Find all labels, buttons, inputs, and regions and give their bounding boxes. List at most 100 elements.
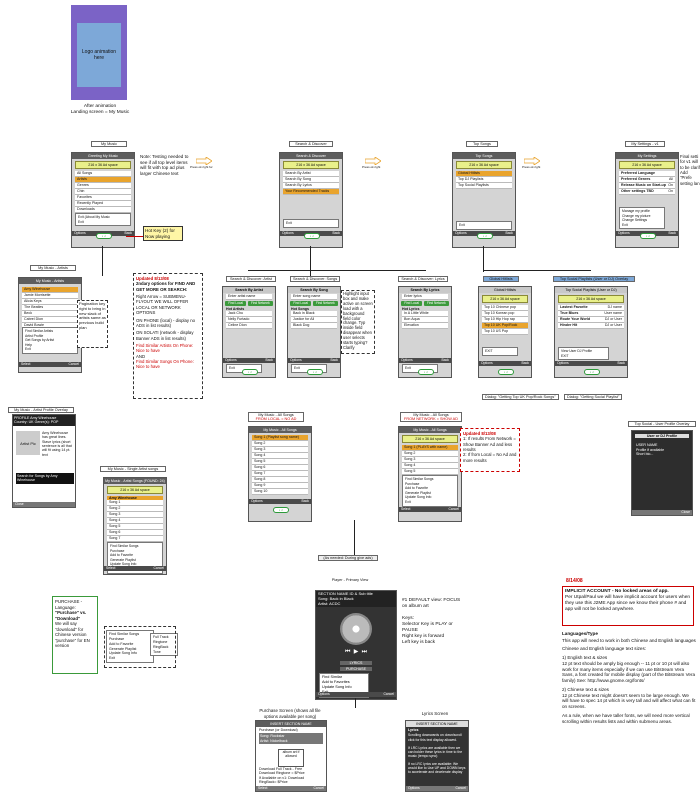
menu-item[interactable]: Exit: [229, 366, 235, 370]
list-item[interactable]: Search By Artist: [283, 171, 339, 177]
menu-item[interactable]: Add to Favorite: [405, 486, 428, 491]
menu-item[interactable]: Get Songs by Artist: [25, 338, 55, 343]
list-item[interactable]: Song 3: [107, 512, 163, 519]
download-ringback[interactable]: If Available on v1: Download RingBack= $…: [259, 775, 305, 785]
my-music-back[interactable]: Back: [124, 231, 132, 235]
download-full-track[interactable]: Download Full Track - Free: [259, 767, 303, 771]
list-item[interactable]: Your Recommended Tracks: [283, 189, 339, 195]
menu-item[interactable]: Add to Favorite: [110, 553, 133, 558]
list-item[interactable]: Song 5: [252, 459, 308, 465]
list-item[interactable]: Alicia Keys: [22, 299, 78, 305]
menu-item[interactable]: Find Similar Songs: [405, 477, 434, 481]
list-item[interactable]: Top Social Playlists: [456, 183, 512, 189]
list-item[interactable]: Back in Black: [291, 311, 337, 318]
list-item[interactable]: Song 8: [252, 477, 308, 483]
menu-item[interactable]: Add to Favorite: [109, 641, 134, 646]
menu-item[interactable]: Artist Profile: [25, 333, 44, 338]
list-item[interactable]: Chin: [75, 189, 131, 195]
list-item[interactable]: Song 4: [252, 453, 308, 459]
menu-item[interactable]: Find Similar Artists: [25, 329, 54, 333]
list-item[interactable]: Song 2: [402, 451, 458, 457]
list-item[interactable]: Bon Aqua: [402, 317, 448, 324]
list-item[interactable]: Top 10 Chinese pop: [482, 305, 528, 311]
list-item[interactable]: Song 1 (PLAYS with name): [402, 445, 458, 451]
menu-item[interactable]: Purchase: [405, 481, 420, 486]
list-item[interactable]: The Beatles: [22, 305, 78, 311]
list-item[interactable]: Search By Song: [283, 177, 339, 183]
list-item[interactable]: Song 5: [402, 469, 458, 475]
field-row[interactable]: Preferred LanguageEnglish/Chinese: [619, 171, 675, 177]
menu-item[interactable]: Generate Playlist: [110, 557, 136, 562]
list-item[interactable]: Song 2: [252, 441, 308, 447]
play-icon[interactable]: ▶: [353, 649, 359, 655]
list-item[interactable]: Nelly Furtado: [226, 317, 272, 324]
menu-item[interactable]: Purchase: [110, 548, 125, 553]
list-item[interactable]: Beck: [22, 311, 78, 317]
menu-item[interactable]: Find Similar Songs: [110, 544, 139, 548]
menu-item[interactable]: Help: [25, 342, 32, 347]
list-item[interactable]: Top 10 Hip Hop rap: [482, 317, 528, 323]
menu-item[interactable]: Exit: [405, 499, 411, 504]
list-item[interactable]: Song 4: [402, 463, 458, 469]
list-item[interactable]: Search By Lyrics: [283, 183, 339, 189]
list-item[interactable]: Justice for All: [291, 317, 337, 324]
menu-item[interactable]: Update Song Info: [109, 651, 137, 656]
list-item[interactable]: Global Hitlists: [456, 171, 512, 177]
menu-item[interactable]: Exit: [109, 656, 115, 661]
list-item[interactable]: Song 6: [252, 465, 308, 471]
lyrics-button[interactable]: LYRICS: [340, 661, 372, 666]
menu-item[interactable]: Exit: [294, 366, 300, 370]
list-item[interactable]: Top 10 UK Pop/Rock: [482, 323, 528, 329]
search-song-input[interactable]: Enter song name: [291, 294, 337, 300]
list-item[interactable]: Song 10: [252, 489, 308, 495]
list-item[interactable]: Jack Chu: [226, 311, 272, 318]
menu-item[interactable]: Purchase: [109, 636, 125, 641]
menu-item[interactable]: Exit: [78, 219, 84, 224]
list-item[interactable]: Elevation: [402, 323, 448, 330]
list-item[interactable]: In A Little While: [402, 311, 448, 318]
menu-item[interactable]: View User DJ Profile: [561, 349, 593, 353]
list-item[interactable]: Song 1 (Playlist song name): [252, 435, 308, 441]
menu-item[interactable]: Change my picture: [622, 213, 651, 218]
list-item[interactable]: Amy Winehouse: [22, 287, 78, 293]
list-item[interactable]: Song 3: [252, 447, 308, 453]
list-item[interactable]: Recently Played: [75, 201, 131, 207]
menu-item[interactable]: Generate Playlist: [109, 646, 137, 651]
purchase-submenu[interactable]: Full Track Ringtone RingBack Tone: [150, 633, 178, 657]
menu-item[interactable]: EXIT: [485, 349, 493, 353]
menu-item[interactable]: Find Similar: [322, 675, 343, 679]
my-music-options[interactable]: Options: [74, 231, 86, 235]
list-item[interactable]: Song 7: [252, 471, 308, 477]
menu-item[interactable]: Update Song Info: [322, 685, 352, 690]
menu-item[interactable]: Generate Playlist: [405, 490, 431, 495]
menu-item[interactable]: Change Settings: [622, 218, 648, 223]
list-item[interactable]: Genres: [75, 183, 131, 189]
list-item[interactable]: Top 10 US Pop: [482, 329, 528, 335]
download-ringtone[interactable]: Download Ringtone = $Price: [259, 771, 305, 776]
list-item[interactable]: Song 9: [252, 483, 308, 489]
list-item[interactable]: Jamie Morrisette: [22, 293, 78, 299]
menu-item[interactable]: Update Song Info: [110, 562, 137, 567]
list-item[interactable]: Song 3: [402, 457, 458, 463]
list-item[interactable]: Top 10 Korean pop: [482, 311, 528, 317]
list-item[interactable]: Song 5: [107, 524, 163, 531]
list-item[interactable]: Celine Dion: [226, 323, 272, 330]
list-item[interactable]: Song 7: [107, 536, 163, 543]
list-item[interactable]: Song 2: [107, 506, 163, 513]
menu-item[interactable]: Exit: [286, 221, 292, 225]
list-item[interactable]: Top DJ Playlists: [456, 177, 512, 183]
list-item[interactable]: Song 1: [107, 500, 163, 507]
next-icon[interactable]: ⏭: [361, 649, 368, 655]
menu-item[interactable]: Exit: [622, 222, 628, 227]
menu-item[interactable]: Exit: [459, 223, 465, 227]
menu-item[interactable]: Update Song Info: [405, 495, 432, 500]
search-artist-input[interactable]: Enter artist name: [226, 294, 272, 300]
list-item[interactable]: Song 4: [107, 518, 163, 525]
menu-item[interactable]: Exit: [405, 366, 411, 370]
